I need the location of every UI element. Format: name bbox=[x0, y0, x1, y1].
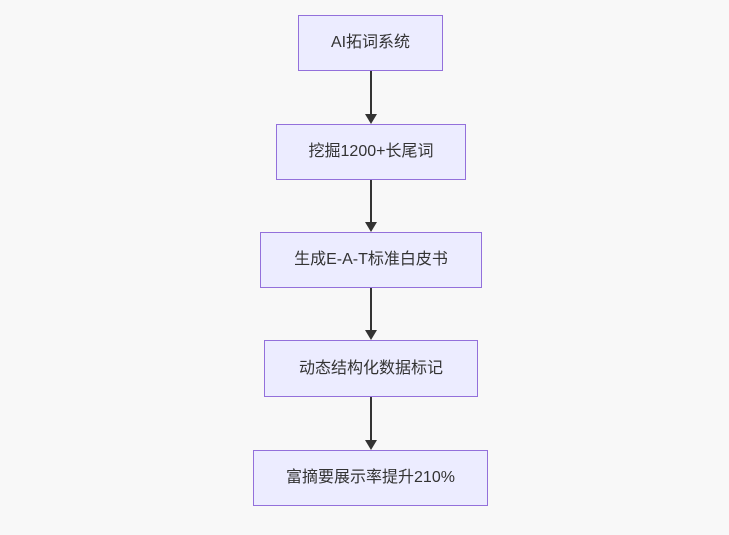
arrow-line bbox=[370, 288, 372, 332]
flow-node-label: 动态结构化数据标记 bbox=[298, 359, 443, 377]
arrow-head-icon bbox=[365, 330, 377, 340]
flow-arrow-4 bbox=[365, 397, 377, 450]
flow-arrow-1 bbox=[365, 71, 377, 124]
flow-arrow-2 bbox=[365, 180, 377, 232]
flow-arrow-3 bbox=[365, 288, 377, 340]
flow-node-label: 富摘要展示率提升210% bbox=[286, 469, 455, 486]
flow-node-label: AI拓词系统 bbox=[330, 34, 411, 51]
flow-node-label: 生成E-A-T标准白皮书 bbox=[294, 251, 448, 268]
arrow-head-icon bbox=[365, 440, 377, 450]
arrow-head-icon bbox=[365, 114, 377, 124]
flow-node-longtail-mining: 挖掘1200+长尾词 bbox=[276, 124, 466, 180]
arrow-line bbox=[370, 180, 372, 224]
arrow-head-icon bbox=[365, 222, 377, 232]
arrow-line bbox=[370, 71, 372, 116]
flow-node-ai-keyword-system: AI拓词系统 bbox=[298, 15, 443, 71]
flow-node-label: 挖掘1200+长尾词 bbox=[308, 143, 434, 160]
arrow-line bbox=[370, 397, 372, 442]
flow-node-eat-whitepaper: 生成E-A-T标准白皮书 bbox=[260, 232, 482, 288]
flow-node-structured-data-markup: 动态结构化数据标记 bbox=[264, 340, 478, 397]
flow-node-rich-snippet-result: 富摘要展示率提升210% bbox=[253, 450, 488, 506]
